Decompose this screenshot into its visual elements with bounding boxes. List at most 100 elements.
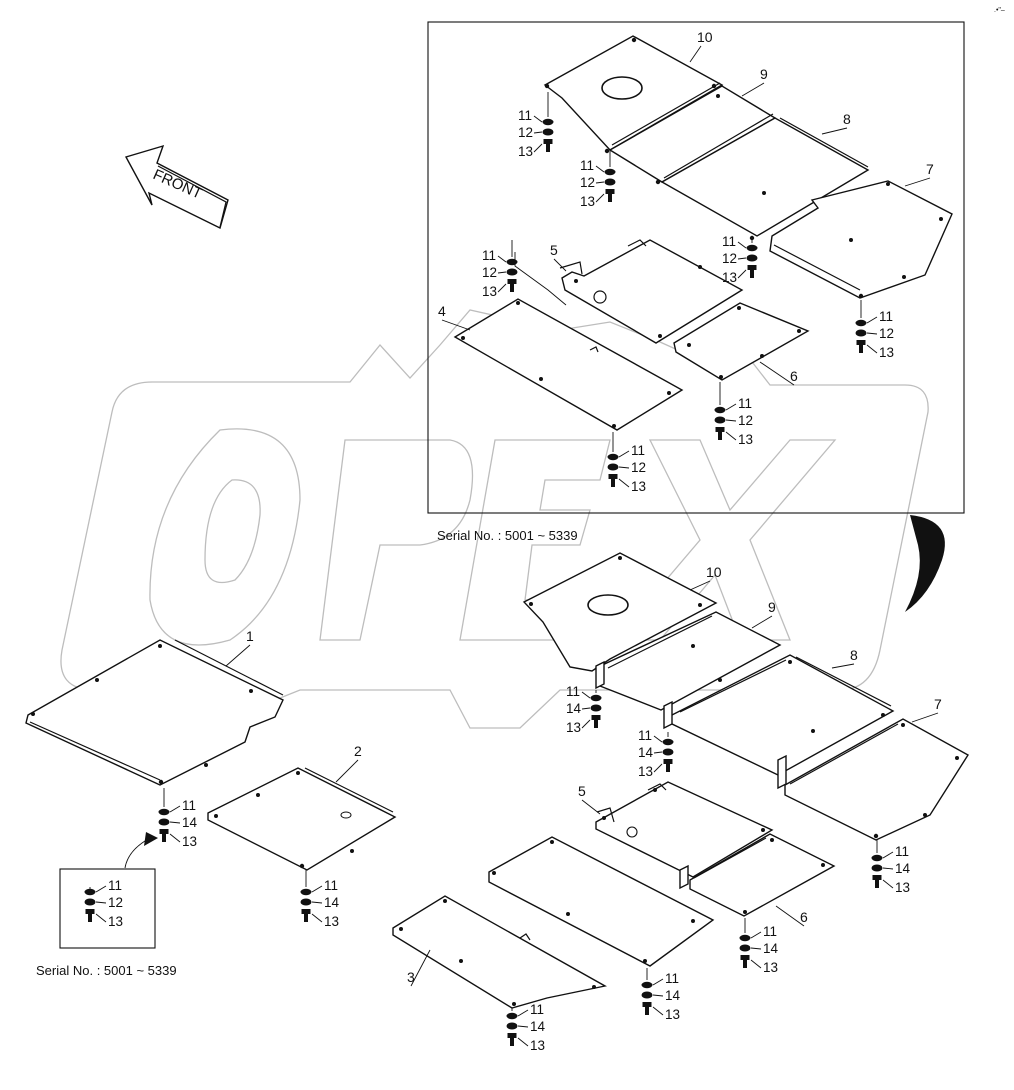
washer-icon (604, 168, 616, 176)
fastener-label-12: 12 (580, 175, 595, 190)
bolt-head-icon (740, 955, 750, 960)
fastener-label-12: 12 (108, 895, 123, 910)
plate-3 (392, 895, 607, 1009)
fastener-label-14: 14 (638, 745, 654, 760)
bolt-shank-icon (510, 284, 514, 292)
logo-swoosh (905, 515, 945, 612)
fastener-leader (169, 821, 181, 824)
fastener-leader (581, 719, 591, 729)
fastener-leader (595, 181, 605, 184)
fastener-leader (581, 707, 591, 710)
fastener-label-11: 11 (722, 234, 736, 249)
part-label-l3: 3 (407, 969, 415, 985)
part-label-l6: 6 (800, 909, 808, 925)
fastener-label-12: 12 (631, 460, 646, 475)
washer-icon (739, 934, 751, 942)
part-label-l10: 10 (706, 564, 722, 580)
fastener-leader (882, 879, 894, 889)
fastener-stack-s7: 11 12 13 (607, 432, 646, 494)
bolt-head-icon (608, 474, 618, 479)
part-leader-l6 (775, 905, 805, 927)
fastener-label-14: 14 (530, 1019, 546, 1034)
fastener-leader (750, 947, 762, 950)
fastener-label-11: 11 (763, 924, 777, 939)
washer-icon (746, 244, 758, 252)
lock-washer-icon (739, 944, 751, 952)
fastener-label-11: 11 (631, 443, 645, 458)
bolt-shank-icon (162, 834, 166, 842)
fastener-label-13: 13 (530, 1038, 545, 1053)
fastener-leader (725, 403, 737, 411)
part-leader-u9 (741, 82, 765, 97)
fastener-label-11: 11 (738, 396, 752, 411)
fastener-label-13: 13 (665, 1007, 680, 1022)
fastener-leader (750, 931, 762, 939)
fastener-label-14: 14 (895, 861, 911, 876)
fastener-label-14: 14 (665, 988, 681, 1003)
fastener-label-13: 13 (631, 479, 646, 494)
fastener-leader (866, 316, 878, 324)
lock-washer-icon (84, 898, 96, 906)
fastener-leader (652, 994, 664, 997)
bolt-shank-icon (304, 914, 308, 922)
lock-washer-icon (662, 748, 674, 756)
fastener-label-11: 11 (518, 108, 532, 123)
part-label-l1: 1 (246, 628, 254, 644)
front-arrow: FRONT (124, 144, 229, 229)
bolt-head-icon (159, 829, 169, 834)
bolt-head-icon (301, 909, 311, 914)
fastener-leader (737, 269, 747, 279)
bolt-shank-icon (88, 914, 92, 922)
fastener-leader (533, 131, 543, 134)
fastener-leader (652, 1006, 664, 1016)
fastener-leader (750, 959, 762, 969)
part-label-u9: 9 (760, 66, 768, 82)
fastener-stacks: 1112131112131112131112131112131112131112… (84, 92, 911, 1053)
lock-washer-icon (714, 416, 726, 424)
fastener-label-11: 11 (324, 878, 338, 893)
lock-washer-icon (607, 463, 619, 471)
part-leader-l1 (225, 644, 251, 667)
washer-icon (84, 888, 96, 896)
part-leader-l7 (911, 712, 939, 723)
fastener-label-14: 14 (763, 941, 779, 956)
leader-5-upper (514, 252, 567, 306)
washer-icon (714, 406, 726, 414)
plate-4-lower (488, 836, 715, 967)
fastener-label-13: 13 (566, 720, 581, 735)
plate-5-upper (559, 239, 744, 344)
lock-washer-icon (871, 864, 883, 872)
serial-inset-frame-upper (427, 21, 965, 514)
part-leader-u5 (553, 258, 567, 272)
fastener-leader (725, 431, 737, 441)
part-leader-u4 (441, 319, 471, 331)
fastener-leader (595, 165, 605, 173)
plate-4-upper (453, 298, 684, 431)
part-leader-u7 (904, 177, 931, 187)
fastener-leader (497, 283, 507, 293)
plate-7-lower (777, 718, 969, 841)
bolt-shank-icon (743, 960, 747, 968)
part-label-u4: 4 (438, 303, 446, 319)
fastener-label-12: 12 (738, 413, 753, 428)
part-label-l5: 5 (578, 783, 586, 799)
fastener-leader (725, 419, 737, 422)
bolt-shank-icon (666, 764, 670, 772)
washer-icon (871, 854, 883, 862)
washer-icon (542, 118, 554, 126)
plate-8-lower (663, 654, 895, 776)
bolt-head-icon (872, 875, 882, 880)
fastener-label-13: 13 (763, 960, 778, 975)
bolt-shank-icon (645, 1007, 649, 1015)
bolt-head-icon (642, 1002, 652, 1007)
lock-washer-icon (641, 991, 653, 999)
fastener-leader (517, 1009, 529, 1017)
